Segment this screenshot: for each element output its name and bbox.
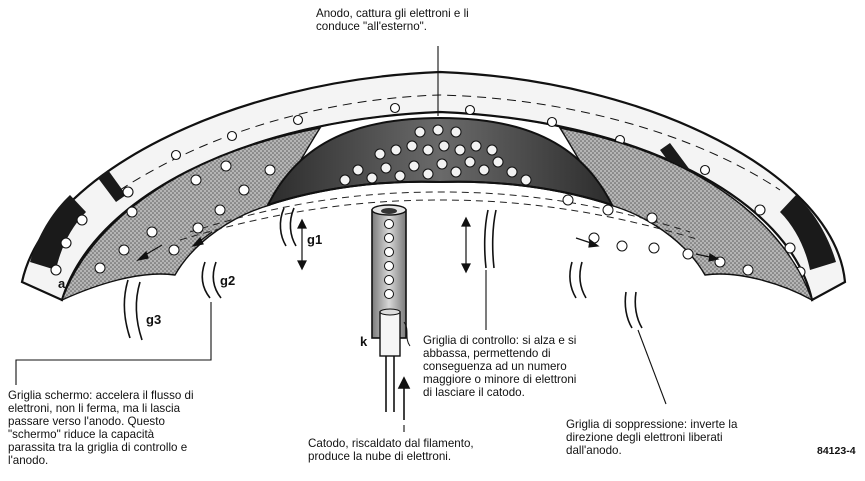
label-g3: g3 [146,312,161,327]
label-k: k [360,334,367,349]
cathode-arrow [399,378,409,420]
heater-filament [380,309,410,412]
screen-grid-caption: Griglia schermo: accelera il flusso di e… [8,389,194,467]
cathode-caption: Catodo, riscaldato dal filamento, produc… [308,437,474,463]
control-grid-caption: Griglia di controllo: si alza e si abbas… [423,334,576,399]
label-g1: g1 [307,232,322,247]
anode-caption: Anodo, cattura gli elettroni e li conduc… [316,7,469,33]
label-a: a [58,276,65,291]
figure-number: 84123-4 [817,445,856,457]
label-g2: g2 [220,273,235,288]
suppressor-grid-caption: Griglia di soppressione: inverte la dire… [566,418,737,457]
electron-direction-arrows [138,232,718,261]
